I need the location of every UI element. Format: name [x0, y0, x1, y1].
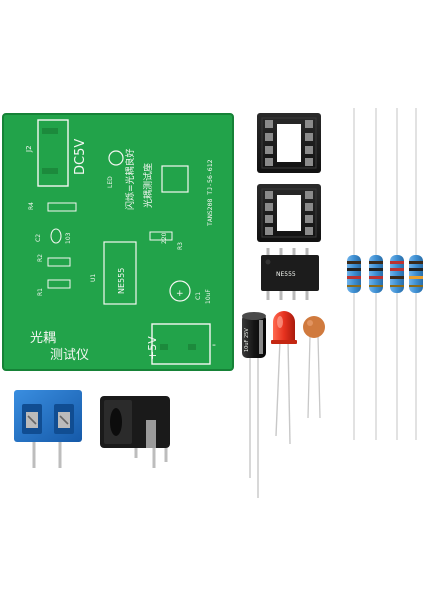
- blue-terminal-block: [14, 390, 82, 468]
- u1-footprint: [103, 241, 137, 305]
- pad: [188, 344, 196, 350]
- resistor-group: [347, 108, 423, 440]
- label-r4: R4: [28, 202, 35, 210]
- ne555-chip: NE555: [261, 248, 319, 300]
- resistor: [409, 255, 423, 293]
- red-led: [271, 311, 297, 445]
- label-r2: R2: [37, 254, 44, 262]
- label-u1: U1: [90, 274, 97, 282]
- resistor: [369, 255, 383, 293]
- label-ne555: NE555: [117, 268, 126, 294]
- label-plus: +: [176, 289, 184, 299]
- ne555-marking: NE555: [276, 271, 296, 278]
- c2-footprint: [50, 228, 62, 244]
- pad: [42, 128, 58, 134]
- r2-footprint: [47, 257, 71, 267]
- label-minus: -: [212, 338, 216, 351]
- label-dc5v: DC5V: [73, 139, 88, 175]
- label-flash: 闪烁=光耦良好: [124, 148, 136, 210]
- c1-footprint: [169, 280, 191, 302]
- pad: [42, 168, 58, 174]
- label-r1: R1: [37, 288, 44, 296]
- label-title-1: 光耦: [30, 331, 56, 346]
- label-r3: R3: [177, 242, 184, 250]
- label-c2: C2: [35, 234, 42, 242]
- label-j2: J2: [25, 145, 33, 153]
- dc-power-jack: [100, 396, 170, 468]
- ic-socket-bottom: [257, 184, 321, 242]
- pcb-board: J2 DC5V LED 闪烁=光耦良好 光耦测试座 TANS208 TJ-56-…: [2, 113, 234, 371]
- label-c1: C1: [195, 292, 202, 300]
- label-plus5v: +5V: [146, 336, 159, 360]
- j2-footprint: [37, 119, 69, 187]
- label-103: 103: [65, 232, 72, 244]
- label-title-2: 测试仪: [50, 348, 89, 363]
- ceramic-capacitor: [303, 316, 325, 419]
- label-model: TANS208 TJ-56-612: [206, 159, 214, 226]
- power-terminal-footprint: [151, 323, 211, 365]
- pad: [160, 344, 168, 350]
- resistor: [347, 255, 361, 293]
- label-220: 220: [161, 232, 168, 244]
- electrolytic-capacitor: 10uF 25V: [242, 312, 266, 498]
- ic-socket-top: [257, 113, 321, 173]
- capacitor-marking: 10uF 25V: [244, 328, 250, 352]
- r4-footprint: [47, 202, 77, 212]
- resistor: [390, 255, 404, 293]
- r1-footprint: [47, 279, 71, 289]
- opto-socket-footprint: [161, 165, 189, 193]
- label-10uf: 10uF: [205, 289, 212, 304]
- label-socket: 光耦测试座: [142, 163, 154, 208]
- led-footprint: [108, 150, 124, 166]
- r3-footprint: [149, 231, 173, 241]
- label-led: LED: [107, 176, 114, 188]
